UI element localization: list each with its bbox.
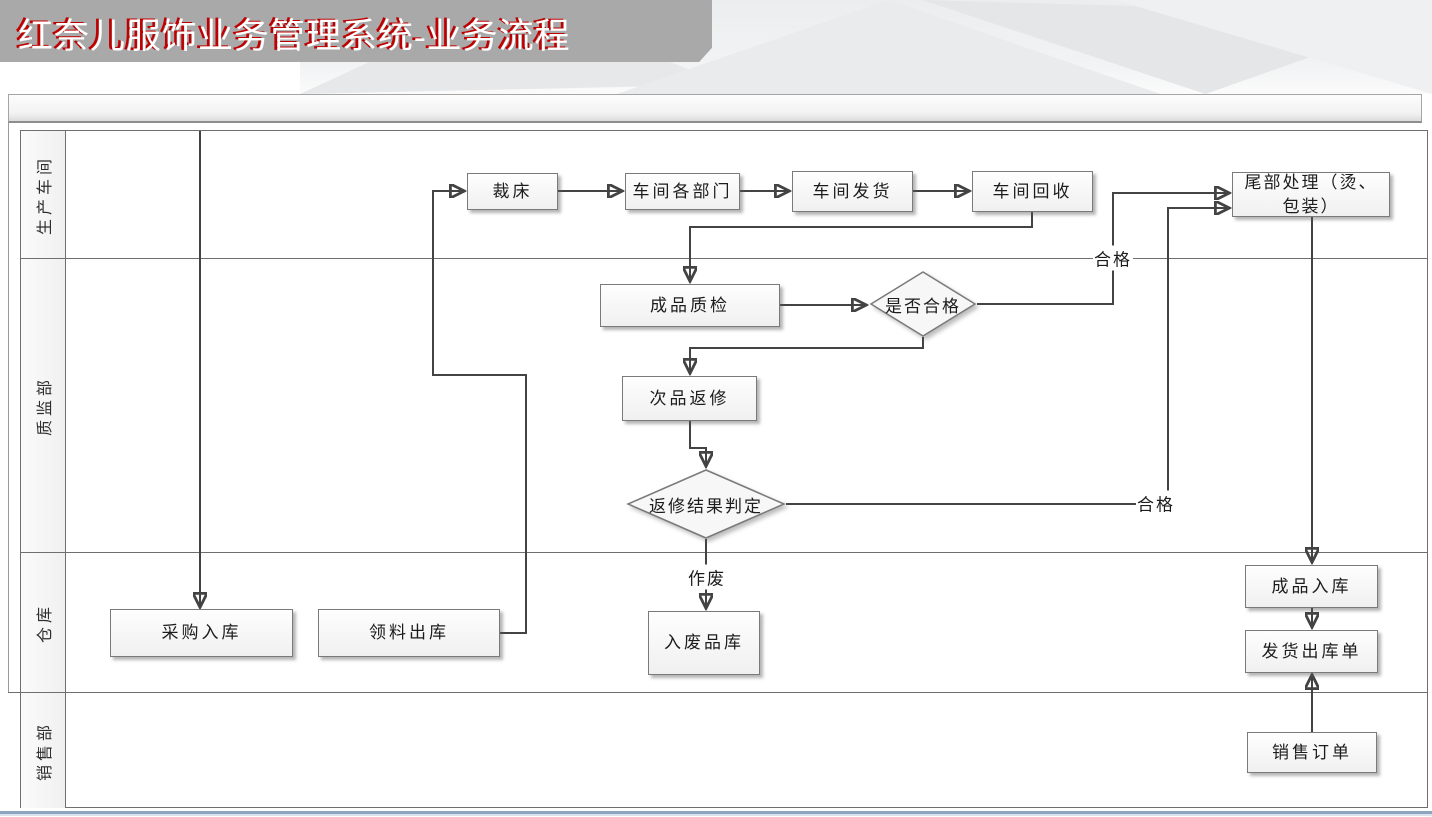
diamond-label: 是否合格 <box>885 296 961 316</box>
outer-frame-line <box>8 123 9 692</box>
lane-divider <box>20 258 1428 259</box>
node-sales-order: 销售订单 <box>1247 732 1377 773</box>
node-workshop-ship: 车间发货 <box>792 171 913 212</box>
lane-label-warehouse: 仓库 <box>21 553 66 692</box>
node-finished-qc: 成品质检 <box>600 284 780 327</box>
edge-material-out-to-cutting <box>432 191 527 634</box>
edge-rework-to-judgement <box>689 421 706 465</box>
node-material-out: 领料出库 <box>318 609 500 657</box>
diamond-label: 返修结果判定 <box>649 496 763 516</box>
edge-label-qualified-top: 合格 <box>1093 245 1133 271</box>
node-scrap-in: 入废品库 <box>648 611 760 675</box>
edge-label-scrap: 作废 <box>687 564 727 590</box>
edge-recycle-to-qc <box>690 212 1033 280</box>
node-cutting: 裁床 <box>467 173 558 210</box>
window-bottom-edge-highlight <box>0 814 1432 816</box>
diamond-shape <box>626 469 786 539</box>
diamond-shape <box>869 271 977 337</box>
node-tail-processing: 尾部处理（烫、包装） <box>1232 172 1390 217</box>
title-bar <box>0 0 712 62</box>
node-workshop-departments: 车间各部门 <box>625 173 740 210</box>
edge-judgement-qualified-to-tail <box>786 208 1228 505</box>
node-is-qualified-decision: 是否合格 <box>869 271 977 337</box>
lane-label-sales-dept: 销售部 <box>21 693 66 808</box>
node-rework-judgement-decision: 返修结果判定 <box>626 469 786 539</box>
lane-divider <box>8 692 1428 693</box>
node-delivery-note: 发货出库单 <box>1245 630 1378 673</box>
node-workshop-recycle: 车间回收 <box>972 171 1093 212</box>
node-finished-in: 成品入库 <box>1245 565 1378 608</box>
page-title: 红奈儿服饰业务管理系统-业务流程 <box>18 17 571 56</box>
lane-label-quality-dept: 质监部 <box>21 259 66 552</box>
window-bottom-edge <box>0 811 1432 814</box>
edge-unqualified-to-rework <box>690 337 924 372</box>
edge-label-qualified-bottom: 合格 <box>1136 490 1176 516</box>
swimlane-pool <box>20 130 1428 808</box>
node-purchase-in: 采购入库 <box>110 609 293 657</box>
lane-divider <box>20 552 1428 553</box>
pool-top-band <box>8 94 1422 123</box>
node-defect-rework: 次品返修 <box>622 376 757 421</box>
lane-label-production-workshop: 生产车间 <box>21 131 66 258</box>
